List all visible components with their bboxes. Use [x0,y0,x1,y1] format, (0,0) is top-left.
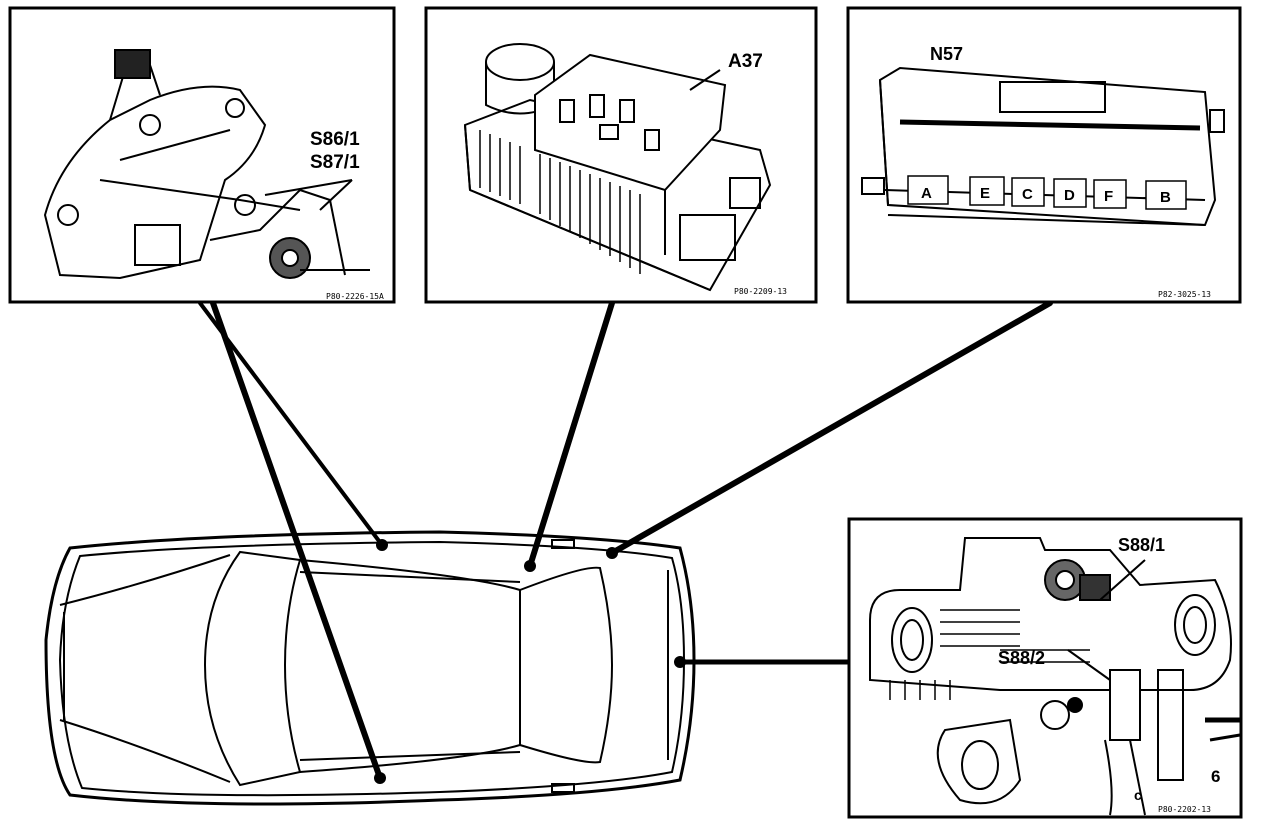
trunk-lock-code: P80-2202-13 [1158,805,1211,814]
door-lock-illustration [43,49,370,280]
panel-door-lock: S86/1 S87/1 P80-2226-15A [8,6,396,304]
leader-door-lock-rear [210,300,383,781]
panel-trunk-lock: S88/1 S88/2 c 6 P80-2202-13 [847,517,1243,819]
marker-control-module [606,547,618,559]
control-module-label: N57 [930,44,963,64]
marker-trunk [674,656,686,668]
car-inner-outline [58,540,686,797]
trunk-lock-label-2: S88/2 [998,648,1045,668]
connector-slot-3 [1011,177,1045,207]
panel-control-module-frame [846,6,1242,304]
hood-line-top [59,554,231,606]
door-lock-label-1: S86/1 [310,129,360,150]
door-sill-top [299,571,521,583]
pump-code: P80-2209-13 [734,287,787,296]
trunk-lock-label-6: 6 [1211,767,1220,786]
leader-pump [527,300,615,569]
connector-label-a: A [921,185,932,202]
car-location-markers [374,539,686,784]
connector-label-c: C [1022,186,1033,203]
marker-front-door [376,539,388,551]
control-module-illustration [861,66,1225,227]
rear-window [519,566,614,764]
marker-pump [524,560,536,572]
door-lock-code: P80-2226-15A [326,292,384,301]
leader-lines [198,300,1053,781]
trunk-lock-label-1: S88/1 [1118,535,1165,555]
roof [299,559,521,773]
windshield [203,550,302,787]
connector-slot-6 [1145,180,1187,210]
connector-label-f: F [1104,188,1113,205]
hood-line-bottom [59,719,231,783]
control-module-code: P82-3025-13 [1158,290,1211,299]
trunk-lock-label-c: c [1134,787,1142,803]
car-body-outline [44,530,696,806]
panel-control-module: N57 A E C D F B P82-3025-13 [846,6,1242,304]
control-module-connectors [907,175,1187,210]
marker-rear-door [374,772,386,784]
pump-illustration [463,43,772,292]
door-lock-label-2: S87/1 [310,152,360,173]
car-top-view [44,530,696,806]
mirror-left [551,539,575,549]
mirror-right [551,783,575,793]
trunk-lock-illustration [869,537,1241,816]
door-sill-bottom [299,751,521,761]
connector-label-d: D [1064,187,1075,204]
connector-slot-2 [969,176,1005,206]
connector-slot-1 [907,175,949,205]
panel-trunk-lock-frame [847,517,1243,819]
connector-label-e: E [980,185,990,202]
pump-label: A37 [728,51,763,72]
connector-slot-4 [1053,178,1087,208]
connector-label-b: B [1160,189,1171,206]
leader-control-module [609,300,1053,556]
connector-slot-5 [1093,179,1127,209]
panel-pump: A37 P80-2209-13 [424,6,818,304]
